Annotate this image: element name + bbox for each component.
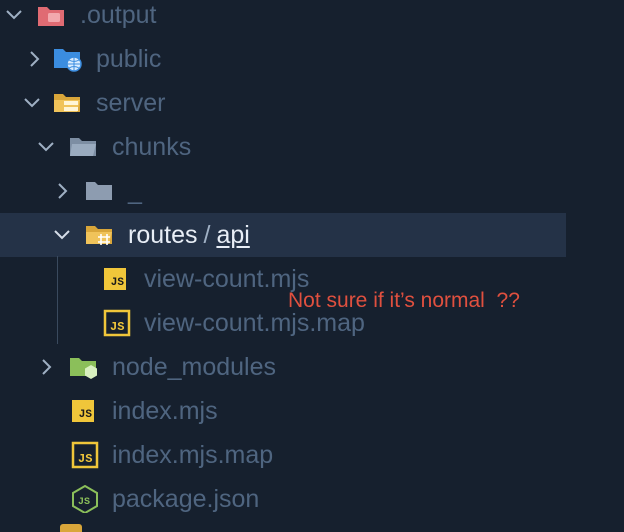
js-file-icon: JS	[72, 400, 94, 422]
svg-text:JS: JS	[78, 452, 92, 466]
tree-item-public[interactable]: public	[0, 37, 566, 81]
path-segment-api[interactable]: api	[216, 221, 250, 249]
js-file-icon: JS	[104, 268, 126, 290]
chevron-right-icon[interactable]	[50, 179, 74, 203]
chevron-down-icon[interactable]	[34, 135, 58, 159]
tree-item-chunks[interactable]: chunks	[0, 125, 566, 169]
annotation-note: Not sure if it’s normal ??	[288, 289, 520, 312]
tree-item-package-json[interactable]: JS package.json	[0, 477, 566, 521]
tree-item-index-mjs-map[interactable]: JS index.mjs.map	[0, 433, 566, 477]
tree-item-underscore[interactable]: _	[0, 169, 566, 213]
tree-item-routes-api[interactable]: routes/api	[0, 213, 566, 257]
chevron-down-icon[interactable]	[20, 91, 44, 115]
tree-item-server[interactable]: server	[0, 81, 566, 125]
tree-item-label: routes/api	[128, 220, 250, 250]
folder-server-icon	[54, 94, 80, 112]
chevron-down-icon[interactable]	[50, 223, 74, 247]
tree-item-view-count-mjs[interactable]: JS view-count.mjs	[0, 257, 566, 301]
tree-item-label: _	[128, 177, 142, 205]
tree-item-label: index.mjs	[112, 397, 218, 425]
tree-item-label: package.json	[112, 485, 260, 513]
js-map-file-icon: JS	[103, 309, 131, 337]
chevron-right-icon[interactable]	[34, 355, 58, 379]
svg-text:JS: JS	[110, 320, 124, 334]
tree-item-label: chunks	[112, 133, 192, 161]
tree-item-view-count-mjs-map[interactable]: JS view-count.mjs.map	[0, 301, 566, 345]
tree-item-label: index.mjs.map	[112, 441, 274, 469]
tree-item-label: public	[96, 45, 162, 73]
path-segment-routes: routes	[128, 221, 198, 249]
tree-item-label: server	[96, 89, 166, 117]
tree-item-output[interactable]: .output	[0, 0, 566, 37]
chevron-right-icon[interactable]	[22, 47, 46, 71]
tree-item-index-mjs[interactable]: JS index.mjs	[0, 389, 566, 433]
folder-node-icon	[70, 358, 97, 379]
folder-icon	[60, 524, 82, 532]
nodejs-file-icon: JS	[72, 485, 98, 513]
tree-item-label: view-count.mjs	[144, 265, 310, 293]
tree-item-label: .output	[80, 1, 157, 29]
indent-guide	[57, 256, 58, 344]
folder-icon	[86, 182, 112, 200]
js-map-file-icon: JS	[71, 441, 99, 469]
folder-routes-icon	[86, 226, 112, 245]
tree-item-label: view-count.mjs.map	[144, 309, 365, 337]
folder-public-icon	[54, 49, 82, 72]
folder-output-icon	[38, 7, 64, 26]
folder-open-icon	[70, 138, 96, 156]
tree-item-node-modules[interactable]: node_modules	[0, 345, 566, 389]
chevron-down-icon[interactable]	[2, 3, 26, 27]
tree-item-label: node_modules	[112, 353, 277, 381]
svg-text:JS: JS	[78, 497, 90, 508]
path-separator: /	[203, 221, 211, 249]
